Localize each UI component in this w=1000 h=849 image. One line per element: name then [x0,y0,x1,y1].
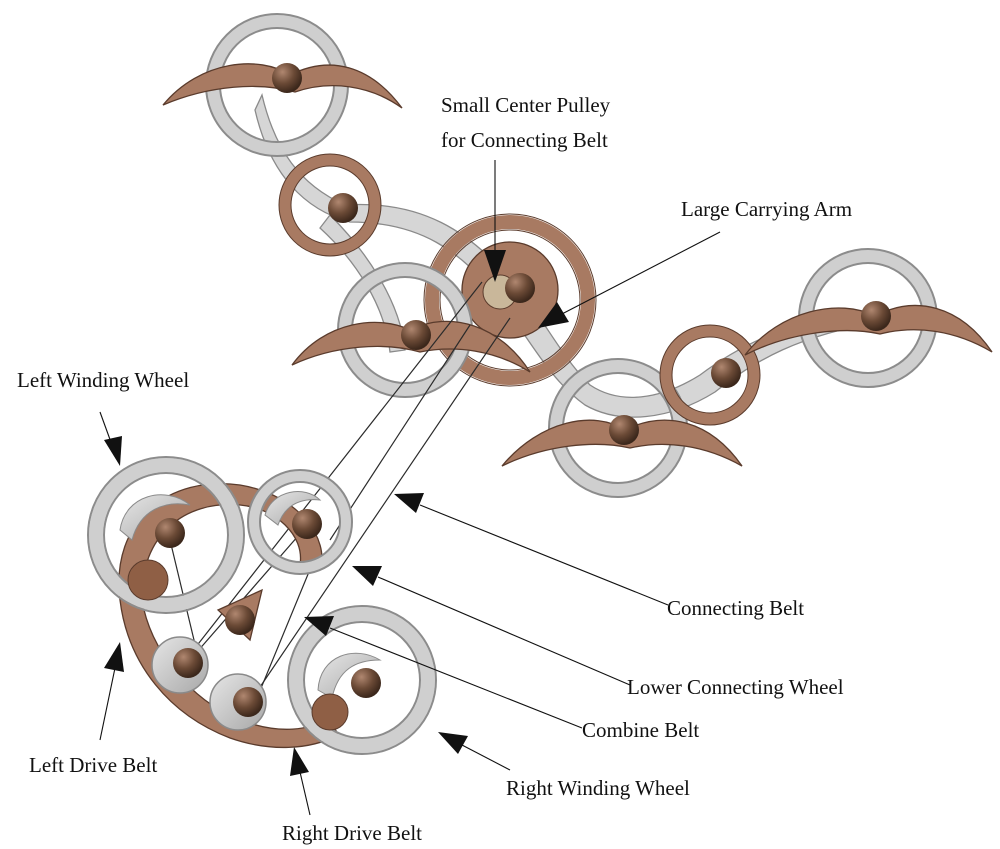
axle-knob [292,509,322,539]
label-left-winding-wheel: Left Winding Wheel [17,368,189,392]
label-lower-connecting-wheel: Lower Connecting Wheel [627,675,844,699]
label-connecting-belt: Connecting Belt [667,596,804,620]
label-combine-belt: Combine Belt [582,718,699,742]
axle-knob [711,358,741,388]
axle-knob [225,605,255,635]
label-right-drive-belt: Right Drive Belt [282,821,422,845]
axle-knob [351,668,381,698]
axle-knob [173,648,203,678]
label-small-center-pulley-2: for Connecting Belt [441,128,608,152]
top-left-gear [163,14,402,156]
axle-knob [861,301,891,331]
left-drive-pulley [152,637,208,693]
axle-knob [272,63,302,93]
left-winding-wheel [88,457,244,613]
right-winding-wheel [288,606,436,754]
label-right-winding-wheel: Right Winding Wheel [506,776,690,800]
right-drive-pulley [210,674,266,730]
axle-knob [401,320,431,350]
far-right-gear [745,249,992,387]
label-small-center-pulley-1: Small Center Pulley [441,93,611,117]
center-drive-piece [218,590,262,640]
axle-knob [328,193,358,223]
axle-knob [155,518,185,548]
upper-assembly [163,14,992,497]
lower-assembly [88,457,436,754]
label-left-drive-belt: Left Drive Belt [29,753,157,777]
axle-knob [505,273,535,303]
axle-knob [233,687,263,717]
axle-knob [609,415,639,445]
connecting-belt-line-b [258,318,510,690]
label-large-carrying-arm: Large Carrying Arm [681,197,852,221]
